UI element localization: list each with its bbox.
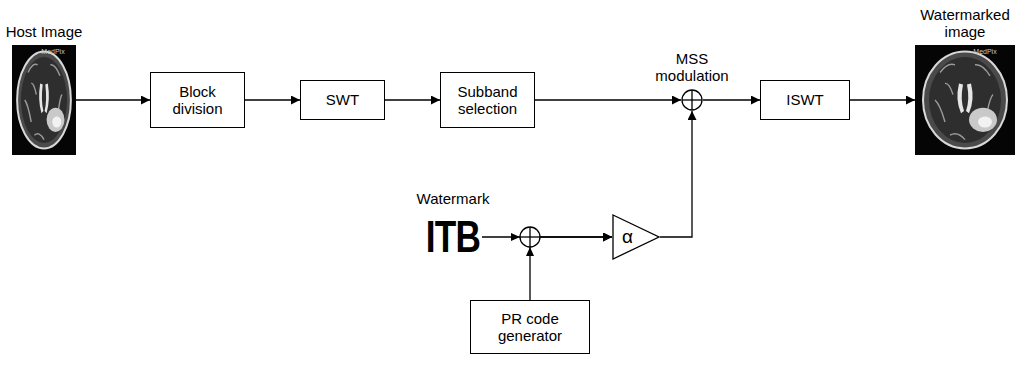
ventricle (957, 84, 964, 114)
node-label: ISWT (786, 91, 824, 108)
adder-outline (681, 89, 703, 111)
arrow-head (526, 247, 534, 256)
signal-arrow (850, 99, 915, 100)
brain-gyrus (25, 100, 31, 122)
brain-tissue (929, 57, 1001, 143)
adder-circle (520, 227, 540, 247)
watermarked-image: Watermarked image (915, 45, 1015, 155)
lesion (969, 108, 997, 132)
node-label: Block division (159, 83, 236, 118)
ventricle (39, 84, 43, 114)
triangle-shape (613, 215, 659, 259)
lesion (47, 108, 65, 132)
adder-node: MSS modulation (681, 89, 703, 111)
brain-gyrus (50, 65, 60, 76)
signal-arrow (245, 99, 300, 100)
brain-gyrus (31, 83, 36, 94)
node-label: Subband selection (449, 83, 526, 118)
node-heading: Watermarked image (909, 6, 1021, 41)
process-box: Subband selection (440, 72, 535, 128)
arrow-head (511, 233, 520, 241)
process-box: SWT (300, 80, 385, 120)
signal-arrow (660, 111, 692, 237)
process-box: Block division (150, 72, 245, 128)
gain-symbol: α (622, 226, 633, 248)
node-label: PR code generator (479, 310, 581, 345)
skull-outline (17, 52, 71, 149)
node-heading: Watermark (417, 190, 490, 207)
gain-triangle: α (612, 214, 660, 260)
adder-circle (682, 90, 702, 110)
lesion-core (978, 117, 992, 128)
triangle-outline (612, 214, 660, 260)
brain-gyrus (950, 134, 965, 140)
signal-arrow (535, 99, 681, 100)
generator-box: PR code generator (470, 300, 590, 354)
adder-cross (691, 90, 692, 110)
node-heading: Host Image (6, 23, 83, 40)
adder-symbol (511, 227, 540, 256)
brain-gyrus (940, 64, 955, 72)
brain-gyrus (34, 134, 44, 140)
signal-arrow (703, 99, 760, 100)
ventricle (966, 84, 973, 114)
brain-tissue (21, 57, 67, 143)
ventricle (45, 84, 49, 114)
signal-arrow (530, 237, 612, 300)
brain-gyrus (945, 83, 953, 94)
brain-gyrus (28, 64, 38, 72)
process-box: ISWT (760, 80, 850, 120)
adder-cross (529, 227, 530, 247)
signal-arrow (76, 99, 150, 100)
host-image: Host Image (12, 45, 76, 155)
mri-picture (12, 45, 76, 155)
image-ground (915, 45, 1015, 155)
mri-picture (915, 45, 1015, 155)
watermark-logo: WatermarkITB (424, 212, 482, 262)
signal-arrow (385, 99, 440, 100)
brain-gyrus (935, 100, 945, 122)
node-label: SWT (326, 91, 359, 108)
node-heading: MSS modulation (648, 50, 736, 85)
image-ground (12, 45, 76, 155)
image-watermark: MedPix (41, 48, 64, 56)
image-watermark: MedPix (973, 48, 996, 56)
brain-gyrus (975, 65, 990, 76)
skull-outline (923, 52, 1007, 149)
watermark-text: ITB (426, 215, 480, 259)
lesion-core (52, 117, 61, 128)
